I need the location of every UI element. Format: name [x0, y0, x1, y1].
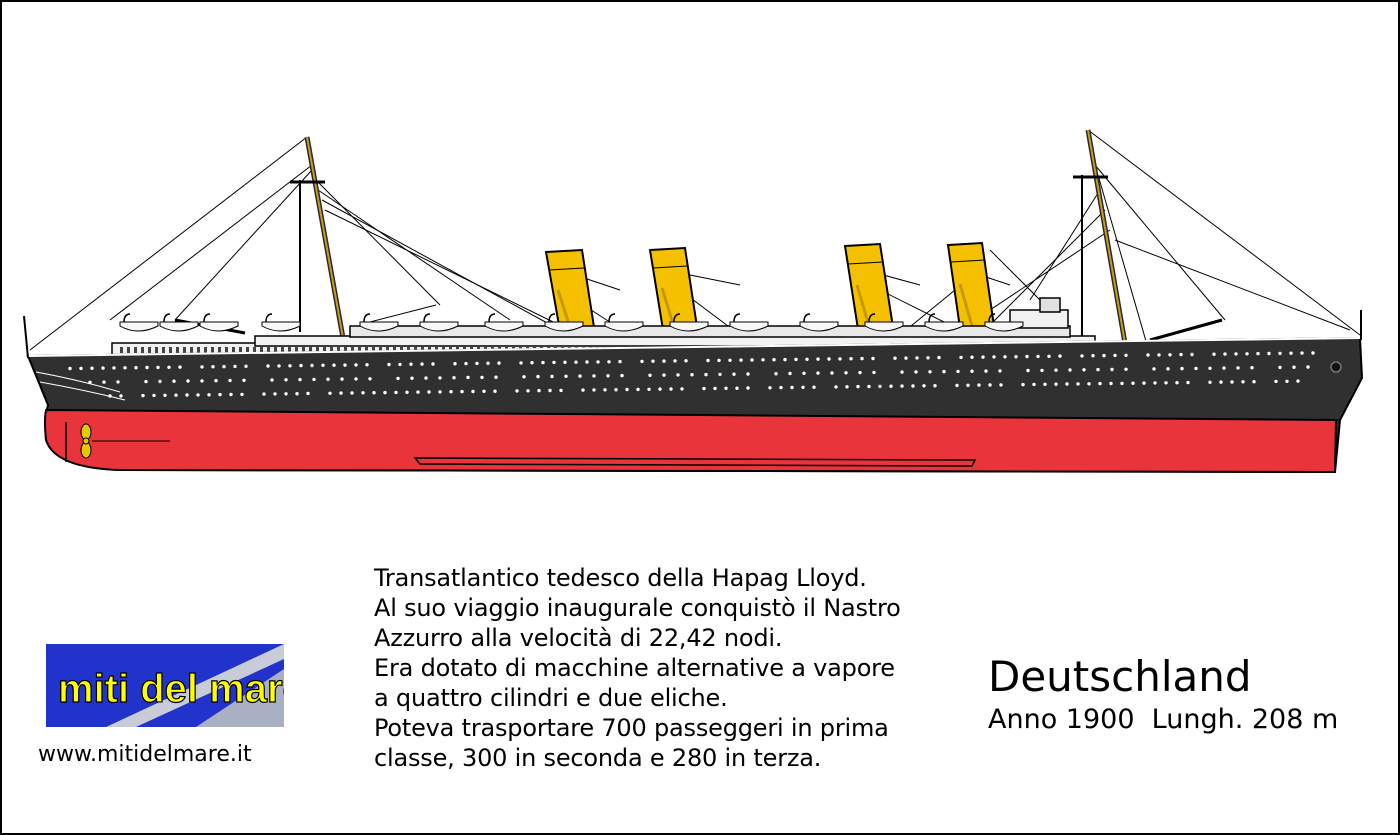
website-url: www.mitidelmare.it [38, 742, 252, 767]
ship-year-length: Anno 1900 Lungh. 208 m [988, 704, 1339, 735]
portholes [68, 351, 1315, 398]
description-line: Al suo viaggio inaugurale conquistò il N… [374, 594, 901, 622]
description-line: a quattro cilindri e due eliche. [374, 684, 728, 712]
anchor-hawse-icon [1330, 361, 1342, 373]
hull [26, 336, 1364, 474]
ship-description: Transatlantico tedesco della Hapag Lloyd… [374, 563, 974, 773]
stern-flagstaff [23, 315, 29, 359]
miti-del-mare-logo: miti del mare [46, 644, 284, 727]
description-line: classe, 300 in seconda e 280 in terza. [374, 744, 822, 772]
description-line: Era dotato di macchine alternative a vap… [374, 654, 895, 682]
ship-illustration [23, 129, 1364, 474]
fore-mast [290, 136, 346, 339]
propeller-icon [65, 422, 170, 462]
description-line: Transatlantico tedesco della Hapag Lloyd… [374, 564, 867, 592]
lifeboats [119, 313, 1024, 332]
description-line: Azzurro alla velocità di 22,42 nodi. [374, 624, 783, 652]
ship-name: Deutschland [988, 652, 1252, 701]
logo-text: miti del mare [58, 667, 284, 711]
description-line: Poteva trasportare 700 passeggeri in pri… [374, 714, 889, 742]
main-mast [1073, 129, 1133, 373]
